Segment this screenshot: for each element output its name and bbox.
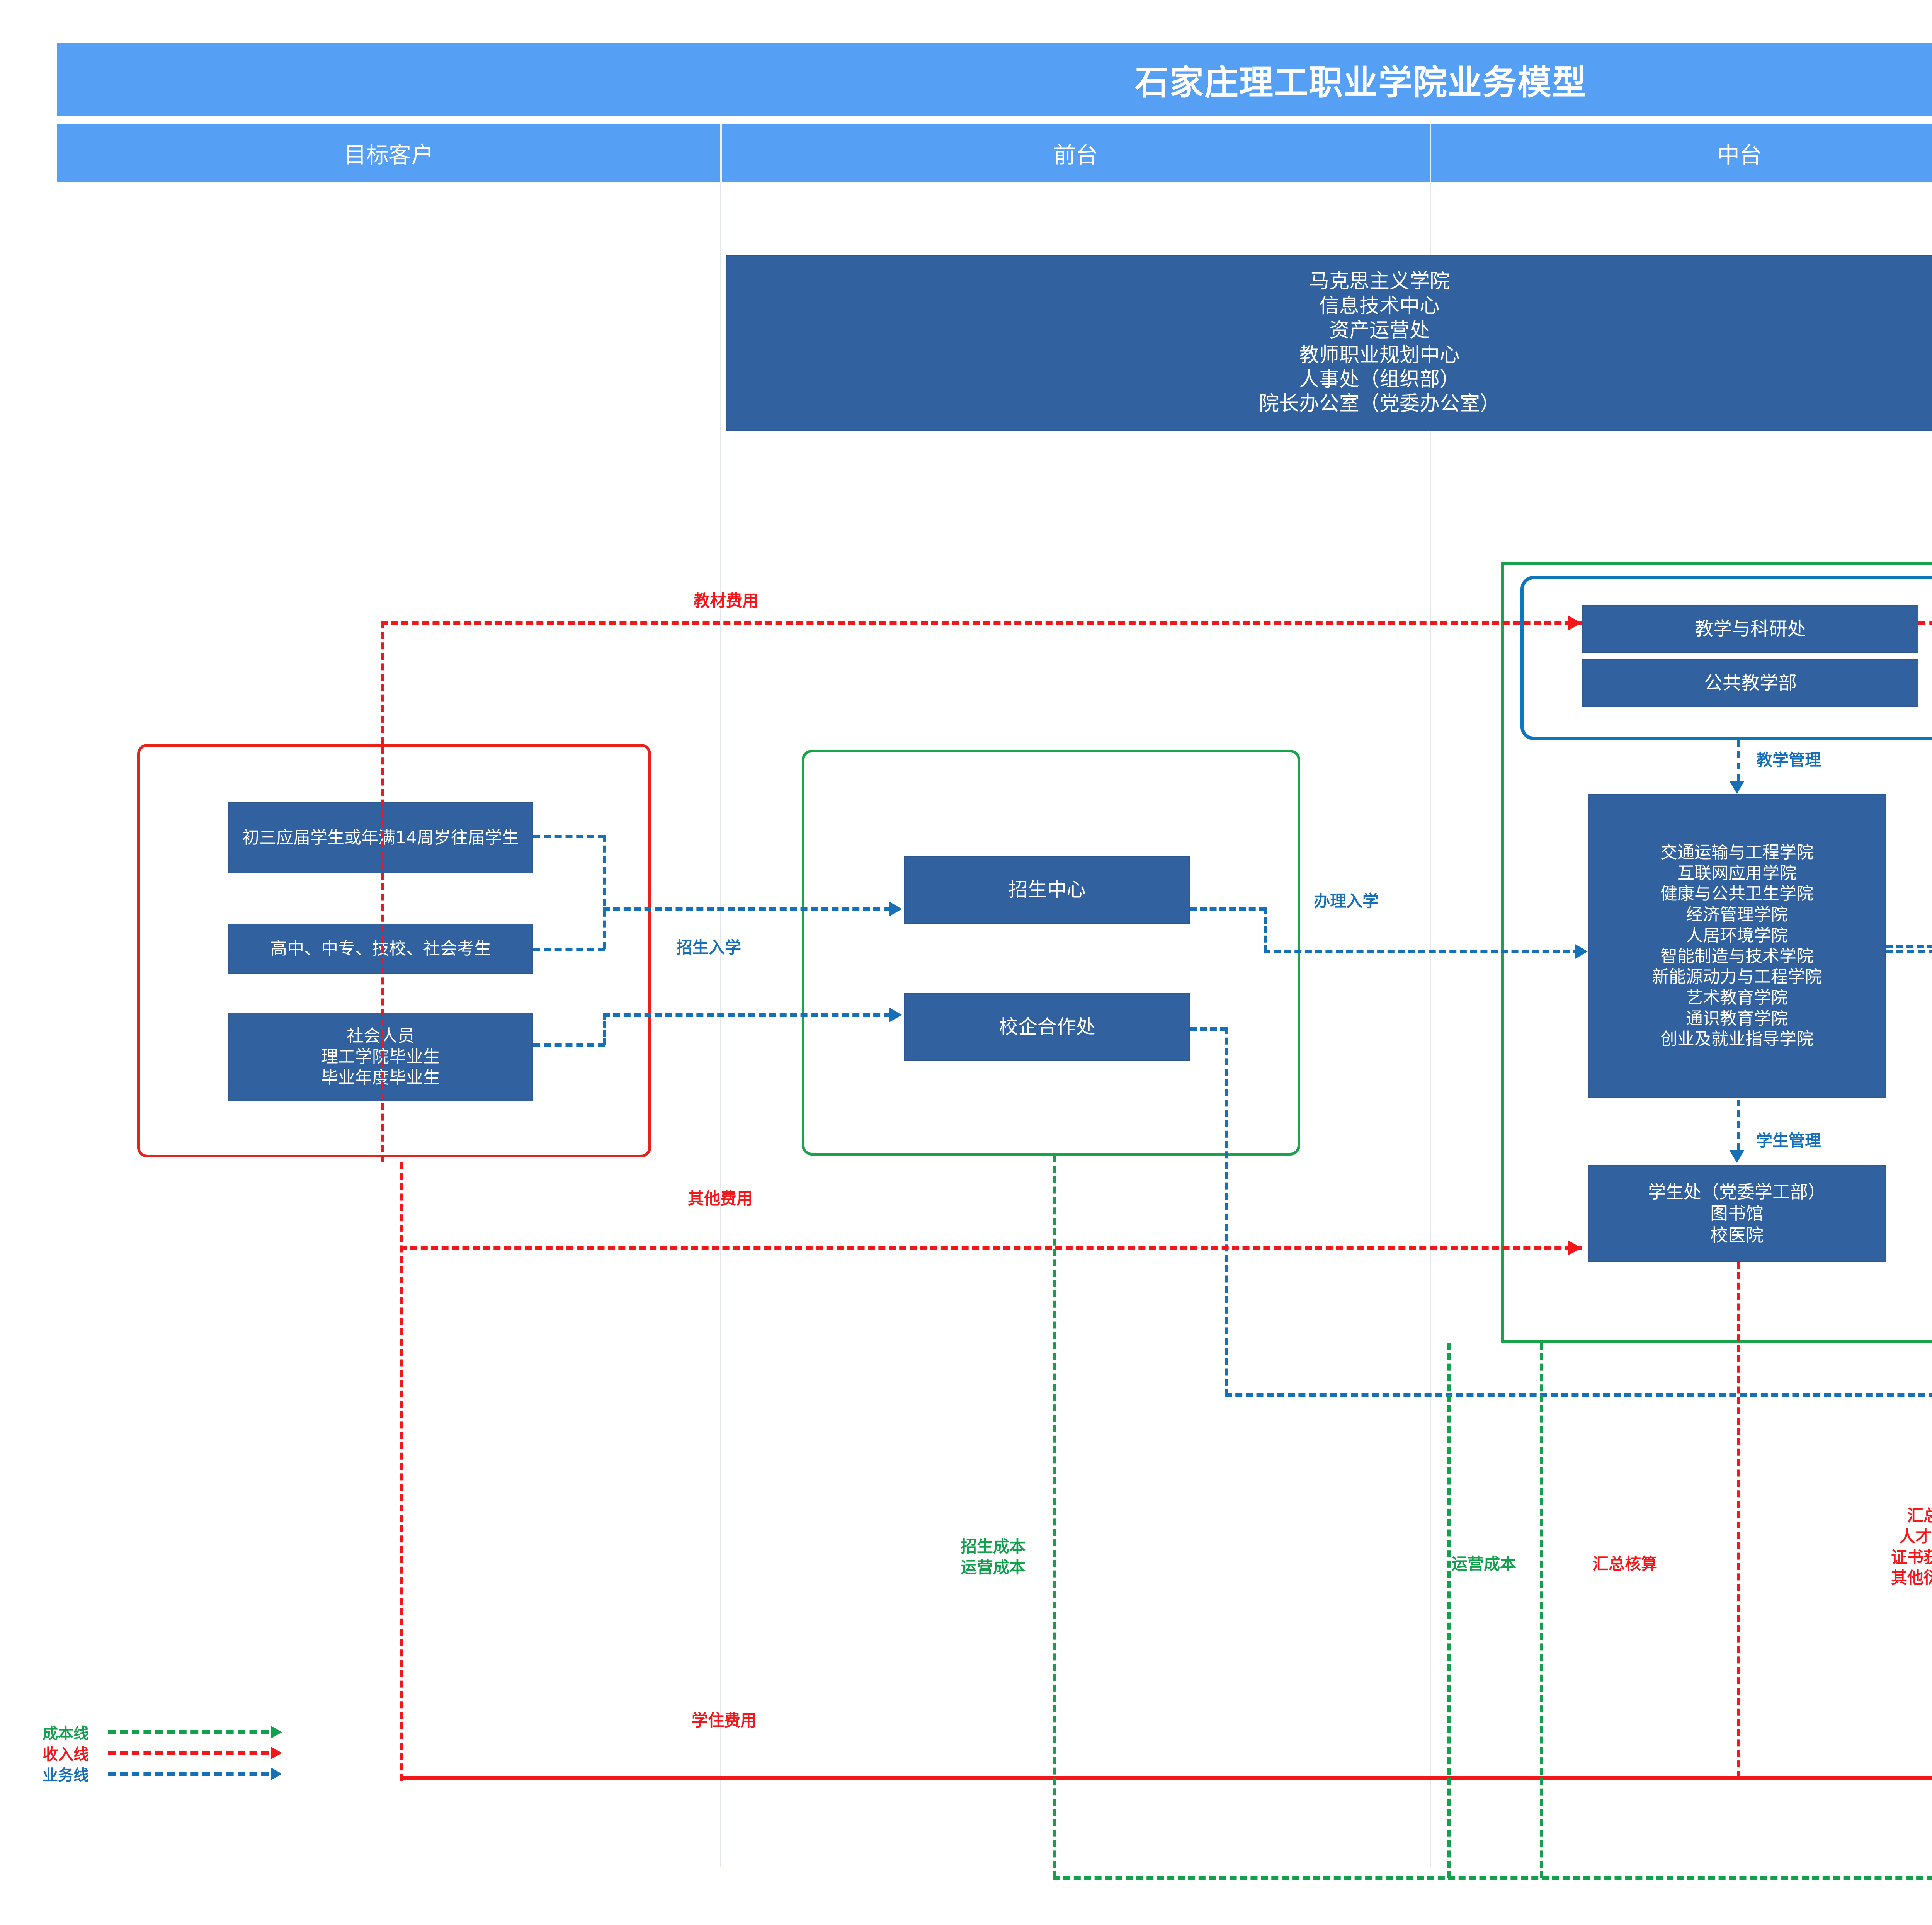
page-title: 石家庄理工职业学院业务模型 <box>57 43 1932 116</box>
column-divider <box>720 124 722 182</box>
node-student-affairs[interactable]: 学生处（党委学工部） 图书馆 校医院 <box>1588 1165 1886 1262</box>
arrow-textbook-fee <box>1568 615 1581 631</box>
connector-business <box>1264 907 1267 952</box>
connector-revenue <box>1737 1262 1740 1778</box>
connector-revenue <box>1918 621 1932 625</box>
node-colleges-list[interactable]: 交通运输与工程学院 互联网应用学院 健康与公共卫生学院 经济管理学院 人居环境学… <box>1588 794 1886 1098</box>
column-header-target-customer: 目标客户 <box>57 124 720 182</box>
page-title-text: 石家庄理工职业学院业务模型 <box>1134 62 1587 102</box>
legend-arrow-revenue <box>271 1747 282 1759</box>
column-header-label: 中台 <box>1717 142 1762 168</box>
connector-business <box>1264 950 1580 953</box>
label-teaching-management: 教学管理 <box>1756 751 1821 769</box>
connector-revenue <box>400 1776 1932 1780</box>
legend-line-revenue <box>108 1751 269 1755</box>
frame-teaching-group <box>1520 576 1932 740</box>
connector-business <box>1737 1100 1740 1150</box>
arrow-to-admissions-center <box>889 901 902 917</box>
column-header-label: 前台 <box>1053 142 1098 168</box>
connector-business <box>1225 1027 1228 1396</box>
legend-arrow-business <box>271 1768 282 1780</box>
label-operation-cost: 运营成本 <box>1451 1554 1516 1573</box>
legend-line-cost <box>108 1730 269 1734</box>
label-recruit-cost: 招生成本 运营成本 <box>960 1537 1026 1577</box>
connector-revenue <box>381 621 384 1162</box>
column-guide <box>1430 182 1431 1867</box>
connector-revenue <box>400 1162 403 1781</box>
legend-item-revenue-line: 收入线 <box>43 1743 282 1763</box>
legend: 成本线 收入线 业务线 <box>43 1722 282 1784</box>
label-process-admission: 办理入学 <box>1314 892 1379 911</box>
connector-business <box>533 835 605 838</box>
node-school-enterprise-cooperation[interactable]: 校企合作处 <box>904 993 1190 1061</box>
connector-business <box>533 948 605 951</box>
arrow-to-colleges <box>1575 944 1588 959</box>
label-student-management: 学生管理 <box>1756 1131 1821 1150</box>
connector-business <box>603 1013 606 1045</box>
connector-cost <box>1053 1876 1932 1880</box>
connector-business <box>1886 945 1932 948</box>
connector-business <box>1190 907 1265 911</box>
legend-item-business-line: 业务线 <box>43 1763 282 1784</box>
connector-business <box>603 907 891 911</box>
connector-revenue <box>381 621 1582 625</box>
legend-label: 成本线 <box>43 1725 89 1743</box>
label-revenue-breakdown: 汇总核算 人才培养费 证书获取收入 其他衍生收入 <box>1891 1506 1932 1588</box>
legend-label: 业务线 <box>43 1767 89 1784</box>
arrow-to-school-enterprise <box>889 1007 902 1023</box>
connector-cost <box>1053 1156 1056 1878</box>
label-enroll-admission: 招生入学 <box>676 938 742 957</box>
node-operations-support[interactable]: 马克思主义学院 信息技术中心 资产运营处 教师职业规划中心 人事处（组织部） 院… <box>726 255 1932 431</box>
column-header-middle: 中台 <box>1431 124 1932 182</box>
connector-business <box>603 835 606 949</box>
legend-arrow-cost <box>271 1726 282 1738</box>
connector-business <box>533 1043 605 1047</box>
legend-item-cost-line: 成本线 <box>43 1722 282 1743</box>
arrow-student-management <box>1729 1150 1745 1163</box>
connector-business <box>1886 950 1932 953</box>
column-guide <box>720 182 721 1867</box>
node-admissions-center[interactable]: 招生中心 <box>904 856 1190 924</box>
node-teaching-research-office[interactable]: 教学与科研处 <box>1582 605 1918 653</box>
legend-label: 收入线 <box>43 1746 89 1763</box>
label-other-fee: 其他费用 <box>688 1189 753 1208</box>
column-header-front: 前台 <box>722 124 1430 182</box>
connector-business <box>1737 740 1740 781</box>
connector-revenue <box>400 1246 1582 1250</box>
column-divider <box>1430 124 1431 182</box>
label-tuition-fee: 学住费用 <box>692 1711 757 1730</box>
column-header-label: 目标客户 <box>344 142 434 168</box>
frame-target-customers <box>137 744 651 1157</box>
arrow-teaching-management <box>1729 781 1745 794</box>
connector-cost <box>1447 1343 1451 1878</box>
legend-line-business <box>108 1772 269 1776</box>
connector-business <box>1190 1027 1227 1031</box>
connector-business <box>1225 1393 1932 1397</box>
label-textbook-fee: 教材费用 <box>694 591 759 610</box>
connector-business <box>603 1013 891 1017</box>
connector-cost <box>1540 1343 1543 1878</box>
label-summary-accounting: 汇总核算 <box>1592 1554 1657 1573</box>
arrow-other-fee <box>1568 1240 1581 1256</box>
node-public-teaching-dept[interactable]: 公共教学部 <box>1582 659 1918 707</box>
